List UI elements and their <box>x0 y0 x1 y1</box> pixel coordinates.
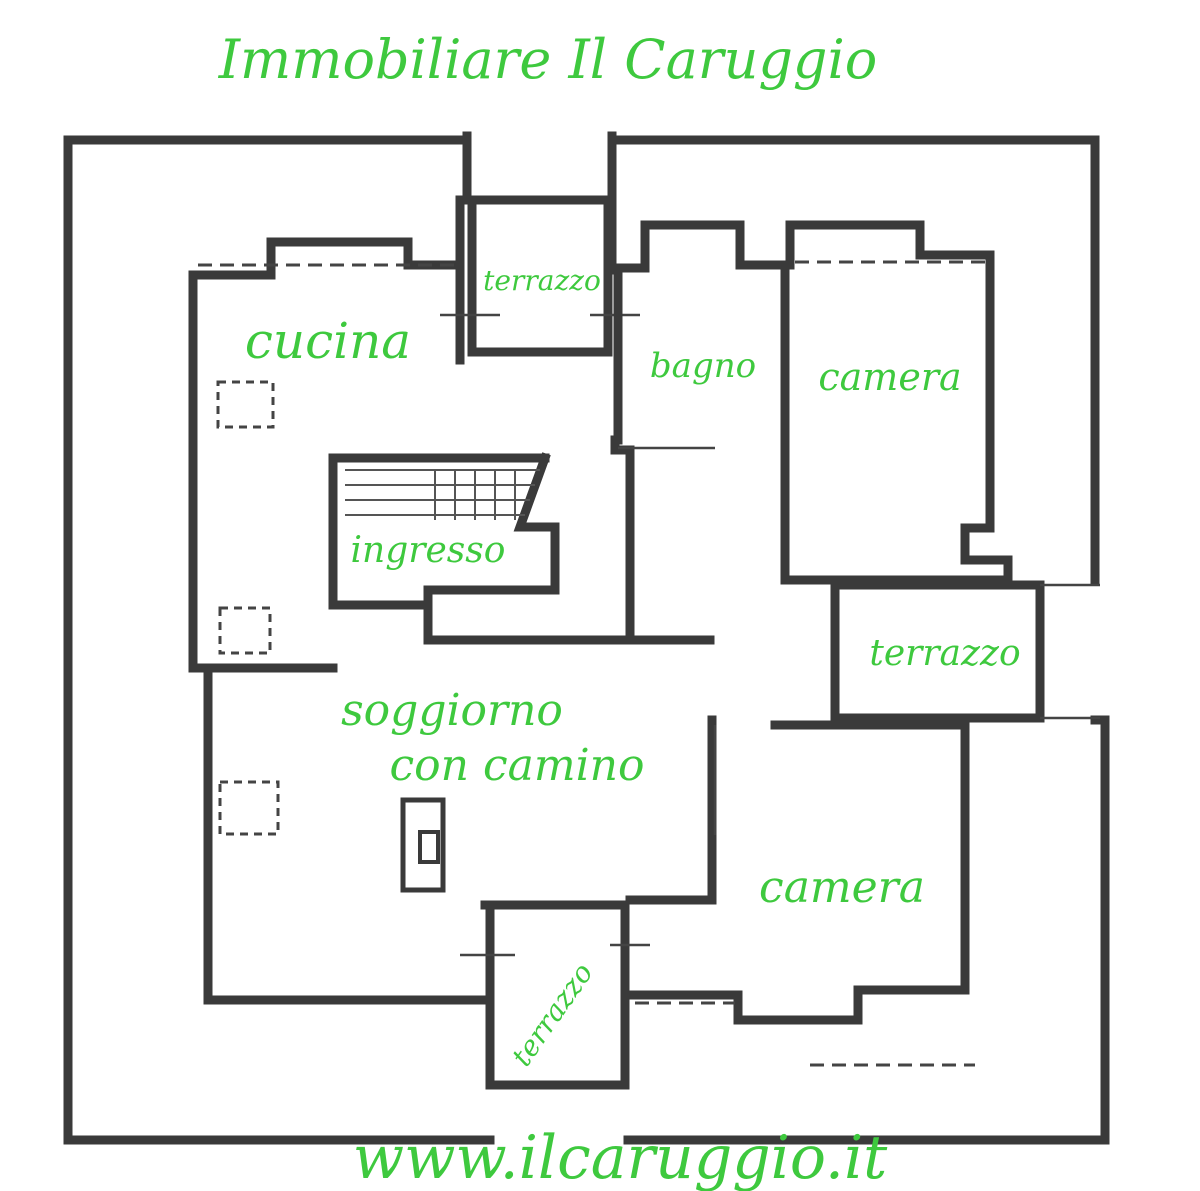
marker-cucina-2 <box>218 606 272 655</box>
terrazzo-right-walls <box>830 580 1100 723</box>
fireplace-outer <box>400 797 446 893</box>
terrazzo-top-outline <box>467 195 613 357</box>
marker-soggiorno <box>218 780 280 836</box>
terrazzo-bottom-walls <box>460 900 650 1090</box>
room-label-terrazzo-bottom: terrazzo <box>505 957 600 1072</box>
header-title: Immobiliare Il Caruggio <box>218 28 878 91</box>
soggiorno-wall <box>203 663 487 1005</box>
outer-wall-left-top <box>63 135 495 1145</box>
room-label-terrazzo-right: terrazzo <box>869 633 1020 674</box>
cucina-top-wall <box>188 237 465 673</box>
bagno-outline <box>613 220 790 585</box>
ingresso-walls <box>328 435 715 645</box>
camera-bottom-walls <box>625 715 970 1025</box>
stair-outline <box>328 435 635 645</box>
fireplace-inner <box>418 830 440 864</box>
camera-top-outline <box>785 220 1013 585</box>
room-label-bagno: bagno <box>650 346 756 386</box>
room-label-ingresso: ingresso <box>351 530 506 571</box>
room-label-terrazzo-top: terrazzo <box>483 264 601 297</box>
camera-top-walls <box>785 220 1013 585</box>
left-block-walls <box>188 195 487 1005</box>
stair-steps <box>345 469 540 520</box>
marker-cucina <box>216 380 275 429</box>
floor-markers <box>198 263 975 1067</box>
bagno-walls <box>613 220 790 585</box>
terrazzo-bottom-outline <box>480 900 630 1090</box>
camera-bottom-left <box>625 715 717 905</box>
outer-wall-right-bottom <box>623 715 1110 1145</box>
room-label-camera-bottom: camera <box>759 862 925 913</box>
room-label-cucina: cucina <box>245 312 411 370</box>
outer-wall-right-top <box>607 135 1100 585</box>
fireplace <box>400 797 446 893</box>
footer-website: www.ilcaruggio.it <box>353 1123 888 1191</box>
camera-bottom-outline <box>625 720 970 1025</box>
room-label-soggiorno: soggiorno <box>341 685 563 736</box>
room-label-soggiorno-camino: con camino <box>390 740 645 791</box>
room-label-camera-top: camera <box>818 355 961 399</box>
